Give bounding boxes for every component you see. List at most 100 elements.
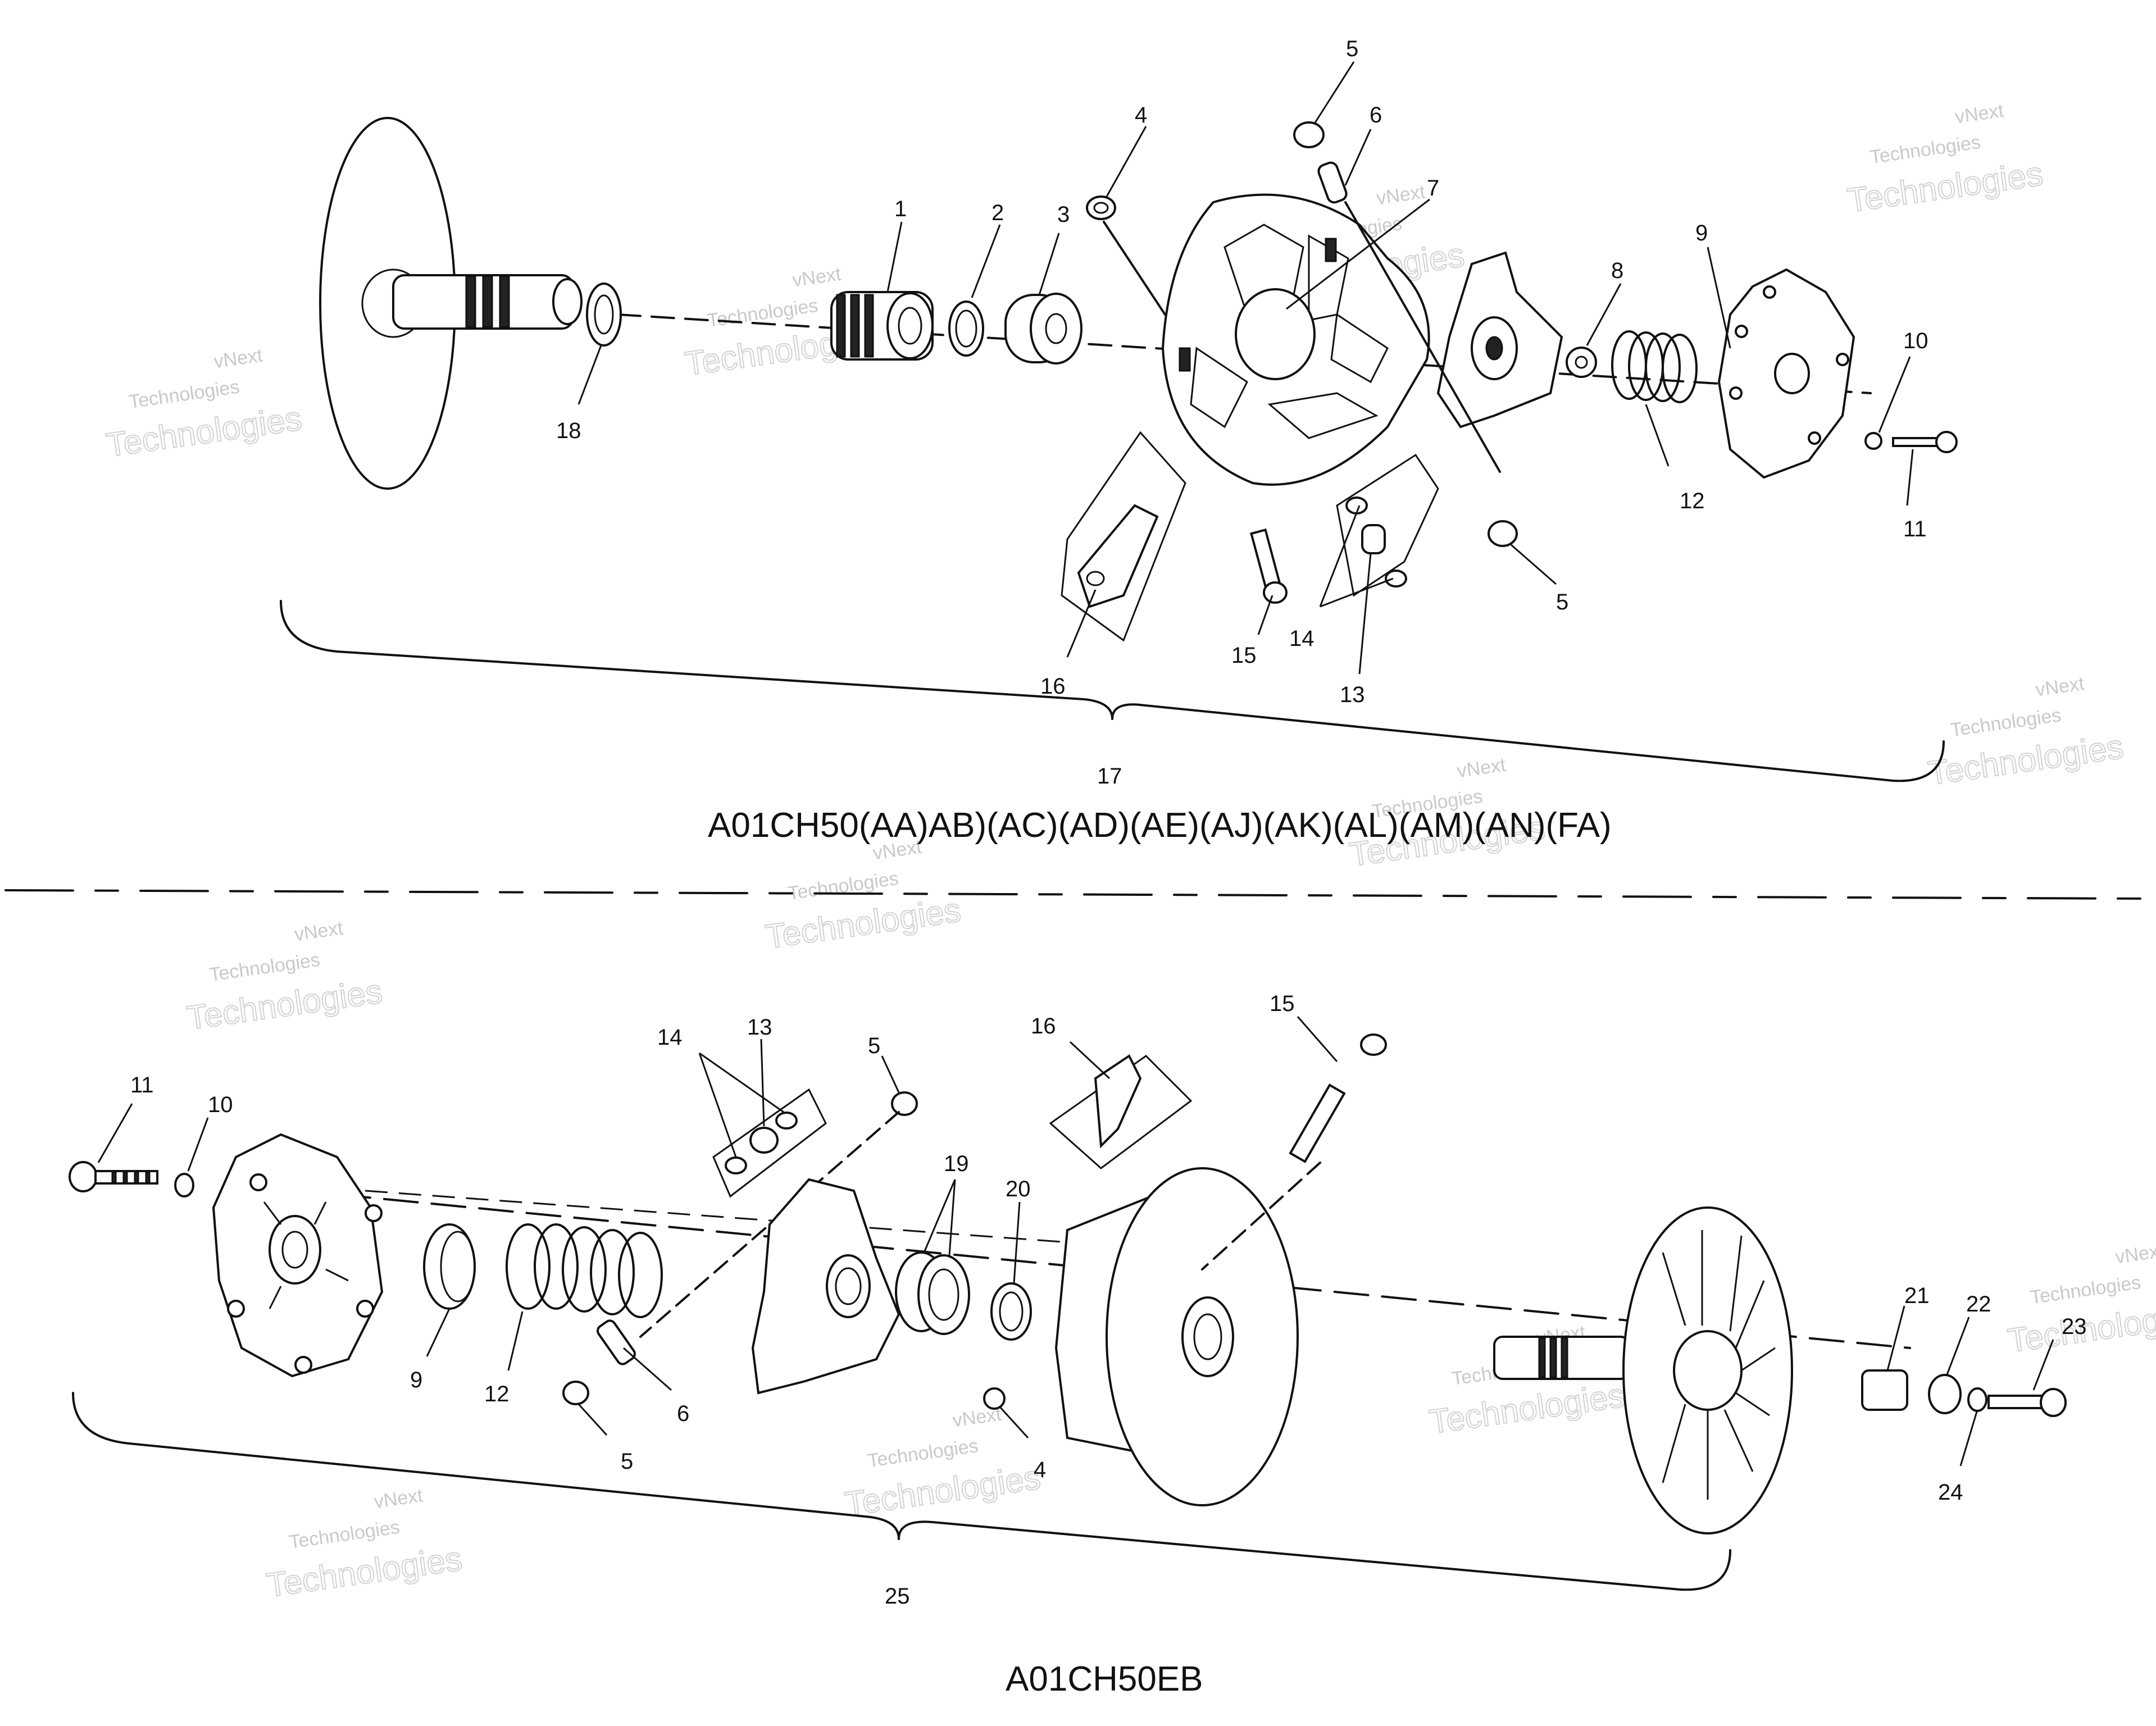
part-16-weight bbox=[1094, 1054, 1142, 1149]
callout-20: 20 bbox=[1006, 1177, 1031, 1201]
callout-4: 4 bbox=[1034, 1458, 1046, 1482]
part-12-spring bbox=[506, 1223, 663, 1318]
part-1-bushing bbox=[830, 291, 934, 361]
callout-17: 17 bbox=[1097, 764, 1122, 789]
inset-box-13-14 bbox=[712, 1088, 827, 1198]
watermark-vnext: vNext bbox=[791, 263, 843, 292]
callout-13: 13 bbox=[1340, 682, 1365, 707]
part-5-cap bbox=[1293, 121, 1325, 148]
part-11-bolt bbox=[1892, 431, 1958, 453]
callout-22: 22 bbox=[1966, 1292, 1991, 1317]
callout-11: 11 bbox=[130, 1073, 154, 1097]
callout-21: 21 bbox=[1904, 1283, 1930, 1308]
callout-14: 14 bbox=[657, 1025, 683, 1050]
part-13-bushing bbox=[1361, 524, 1386, 554]
part-13-bushing bbox=[749, 1127, 779, 1154]
inset-box-13-14 bbox=[1336, 453, 1439, 597]
part-22-washer bbox=[1928, 1374, 1962, 1414]
watermark-technologies: Technologies bbox=[2029, 1272, 2143, 1308]
inset-box-16 bbox=[1061, 431, 1186, 642]
watermark-technologies: Technologies bbox=[866, 1435, 980, 1472]
callout-18: 18 bbox=[556, 418, 581, 443]
callout-5: 5 bbox=[868, 1033, 880, 1058]
callout-5-lower: 5 bbox=[1556, 590, 1568, 614]
part-9-cover bbox=[212, 1133, 384, 1378]
callout-24: 24 bbox=[1938, 1480, 1963, 1505]
callout-16: 16 bbox=[1040, 674, 1066, 699]
part-15-bolt bbox=[1250, 528, 1288, 604]
part-9-cover bbox=[1717, 268, 1855, 479]
callout-10: 10 bbox=[1903, 329, 1928, 353]
callout-12: 12 bbox=[1680, 489, 1705, 513]
callout-5: 5 bbox=[1346, 37, 1358, 61]
part-6-pin bbox=[1317, 161, 1348, 204]
callout-12: 12 bbox=[484, 1382, 510, 1406]
callout-14: 14 bbox=[1289, 626, 1314, 651]
part-21-spacer bbox=[1861, 1369, 1908, 1411]
part-8-nut bbox=[1566, 347, 1597, 378]
watermark-technologies: Technologies bbox=[288, 1516, 401, 1553]
callout-23: 23 bbox=[2062, 1314, 2087, 1339]
watermark-vnext: vNext bbox=[212, 344, 264, 372]
bracket-25 bbox=[72, 1392, 1731, 1591]
fixed-sheave bbox=[319, 117, 583, 490]
callout-15: 15 bbox=[1231, 643, 1257, 668]
part-24-washer bbox=[1967, 1387, 1987, 1412]
watermark-vnext: vNext bbox=[1455, 754, 1507, 782]
part-3-bushing bbox=[1004, 293, 1082, 365]
part-9-ring bbox=[423, 1223, 476, 1310]
watermark-technologies: Technologies bbox=[208, 949, 321, 986]
callout-5-lower: 5 bbox=[621, 1449, 633, 1474]
spider bbox=[751, 1178, 900, 1395]
watermark-vnext: vNext bbox=[2114, 1240, 2156, 1268]
part-5-cap bbox=[891, 1091, 918, 1116]
watermark-vnext: vNext bbox=[293, 917, 345, 945]
watermark-vnext: vNext bbox=[2034, 673, 2086, 701]
watermark-technologies: Technologies bbox=[1868, 131, 1982, 168]
callout-3: 3 bbox=[1057, 202, 1070, 227]
callout-6: 6 bbox=[677, 1401, 689, 1426]
callout-15: 15 bbox=[1270, 991, 1295, 1016]
watermark-technologies: Technologies bbox=[128, 376, 241, 413]
part-23-bolt bbox=[1987, 1388, 2067, 1417]
callout-8: 8 bbox=[1611, 258, 1623, 283]
callout-6: 6 bbox=[1370, 103, 1382, 127]
part-11-bolt bbox=[69, 1161, 158, 1192]
top-model-code: A01CH50(AA)AB)(AC)(AD)(AE)(AJ)(AK)(AL)(A… bbox=[708, 806, 1612, 845]
part-4-nut bbox=[983, 1387, 1006, 1410]
watermark-vnext: vNext bbox=[373, 1484, 425, 1513]
watermark-technologies: Technologies bbox=[786, 868, 900, 904]
part-2-ring bbox=[948, 300, 984, 357]
callout-19: 19 bbox=[944, 1151, 969, 1176]
part-5-cap-lower bbox=[562, 1381, 589, 1405]
callout-2: 2 bbox=[991, 201, 1004, 225]
callout-9: 9 bbox=[1695, 221, 1708, 245]
watermark-vnext: vNext bbox=[1375, 181, 1427, 210]
part-12-spring bbox=[1611, 330, 1698, 403]
watermark-technologies: Technologies bbox=[1949, 704, 2063, 741]
section-divider bbox=[4, 889, 2153, 900]
callout-1: 1 bbox=[894, 197, 907, 221]
watermark-vnext: vNext bbox=[1954, 100, 2005, 128]
part-5-cap-lower bbox=[1488, 520, 1518, 547]
part-14-washer-2 bbox=[775, 1112, 798, 1130]
callout-16: 16 bbox=[1031, 1014, 1056, 1039]
part-6-pin bbox=[597, 1319, 636, 1365]
part-20-bushing bbox=[990, 1282, 1032, 1341]
part-16-weight bbox=[1077, 504, 1159, 608]
part-10-washer bbox=[174, 1173, 194, 1197]
part-4-nut bbox=[1086, 195, 1116, 220]
callout-9: 9 bbox=[410, 1368, 422, 1392]
bottom-assembly bbox=[69, 1033, 2067, 1591]
part-10-washer bbox=[1864, 432, 1882, 450]
callout-10: 10 bbox=[208, 1092, 233, 1117]
bottom-model-code: A01CH50EB bbox=[1006, 1660, 1203, 1698]
callout-4: 4 bbox=[1135, 103, 1147, 127]
part-18-washer bbox=[586, 283, 622, 347]
callout-25: 25 bbox=[885, 1584, 910, 1609]
top-assembly bbox=[280, 117, 1958, 782]
callout-11: 11 bbox=[1903, 517, 1927, 541]
part-7-spider bbox=[1436, 251, 1563, 429]
movable-sheave-housing bbox=[1161, 193, 1430, 486]
